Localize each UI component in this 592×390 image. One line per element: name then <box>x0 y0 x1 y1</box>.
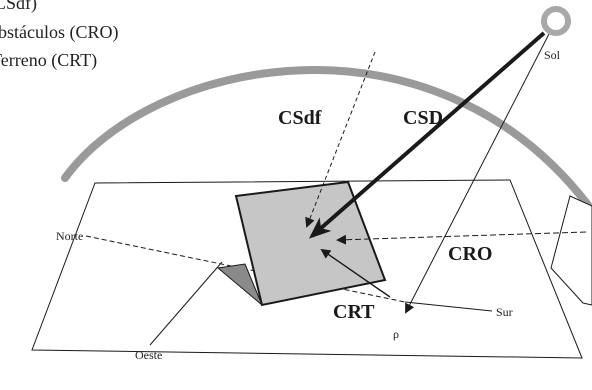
south-axis-extension <box>404 301 493 312</box>
sun-icon <box>541 6 571 36</box>
diffuse-radiation-arrow <box>305 51 376 228</box>
obstacle-shape <box>550 195 592 306</box>
panel-shadow <box>216 263 263 306</box>
west-label: Oeste <box>135 348 162 362</box>
legend-line-obstacles: Obstáculos (CRO) <box>0 22 119 43</box>
obstacles-label: CRO <box>448 243 492 265</box>
terrain-label: CRT <box>333 301 375 323</box>
sun-to-ground-ray <box>405 33 550 314</box>
north-label: Norte <box>56 229 83 243</box>
direct-radiation-arrow <box>308 31 546 239</box>
sun-label: Sol <box>544 48 561 62</box>
diffuse-label: CSdf <box>278 107 322 129</box>
west-axis <box>149 261 223 346</box>
direct-label: CSD <box>403 107 443 129</box>
sky-dome-arc <box>61 66 592 209</box>
legend-line-diffuse: (CSdf) <box>0 0 37 14</box>
albedo-label: ρ <box>393 327 399 341</box>
obstacle-reflection-arrow <box>336 231 587 245</box>
south-label: Sur <box>496 305 513 319</box>
legend-line-terrain: Terreno (CRT) <box>0 50 97 71</box>
ground-plane <box>31 179 583 359</box>
terrain-reflection-arrow <box>320 248 391 298</box>
tilted-panel <box>234 180 387 307</box>
